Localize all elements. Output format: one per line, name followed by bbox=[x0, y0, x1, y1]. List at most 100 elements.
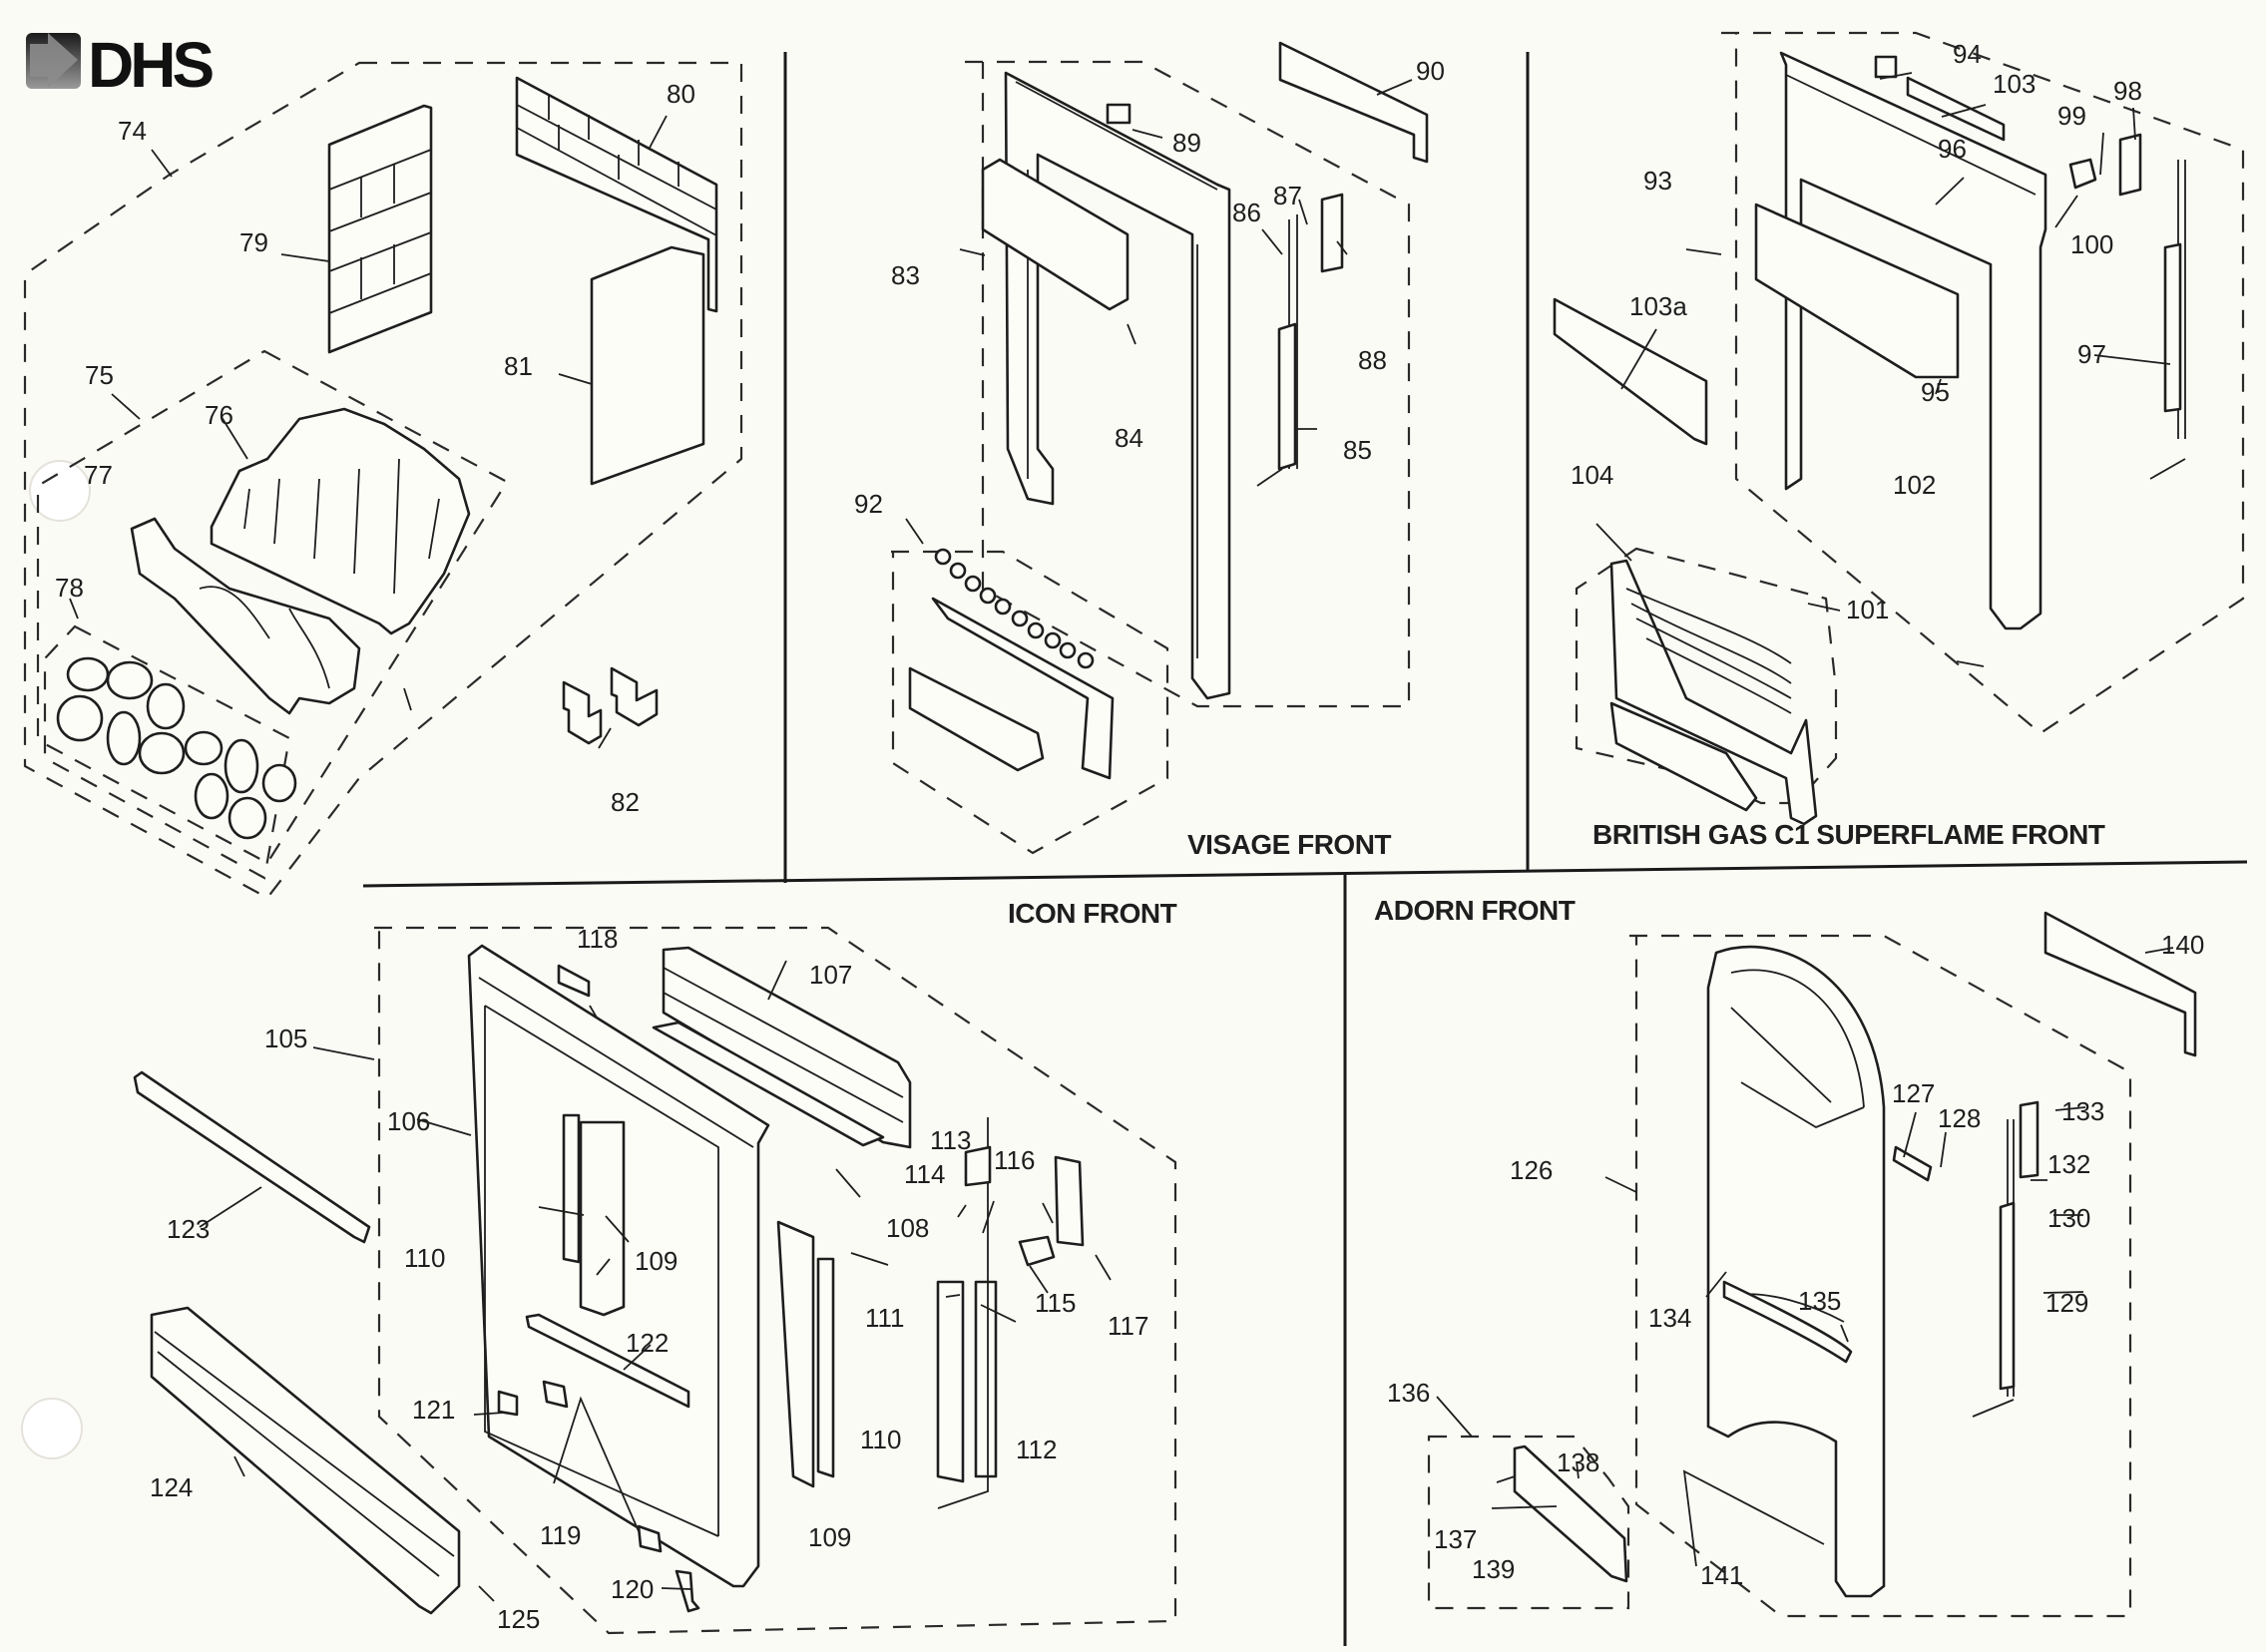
visage-canopy bbox=[981, 158, 1130, 311]
bracket-132 bbox=[2019, 1100, 2039, 1179]
superflame-frame bbox=[1779, 51, 2047, 630]
bracket-98 bbox=[2118, 133, 2142, 197]
rod-bracket bbox=[1277, 322, 1297, 471]
part-label: 123 bbox=[167, 1214, 210, 1244]
icon-deflector bbox=[652, 1021, 885, 1147]
part-label: 108 bbox=[886, 1213, 929, 1243]
part-label: 102 bbox=[1893, 470, 1936, 500]
part-label: 117 bbox=[1108, 1311, 1148, 1341]
bracket-127 bbox=[1892, 1145, 1933, 1182]
part-label: 88 bbox=[1358, 345, 1387, 375]
part-label: 93 bbox=[1643, 166, 1672, 196]
section-adorn-front: 126 127 128 129 130 132 133 134 135 136 … bbox=[1374, 895, 2204, 1618]
part-label: 97 bbox=[2077, 339, 2106, 369]
part-label: 136 bbox=[1387, 1378, 1430, 1408]
section-title-icon: ICON FRONT bbox=[1008, 898, 1177, 929]
section-title-british-gas: BRITISH GAS C1 SUPERFLAME FRONT bbox=[1592, 819, 2105, 850]
part-label: 139 bbox=[1472, 1554, 1515, 1584]
part-label: 134 bbox=[1648, 1303, 1691, 1333]
clip-115 bbox=[1018, 1235, 1056, 1267]
section-title-adorn: ADORN FRONT bbox=[1374, 895, 1576, 926]
part-label: 113 bbox=[930, 1125, 971, 1155]
part-label: 77 bbox=[84, 460, 113, 490]
part-label: 112 bbox=[1016, 1435, 1057, 1464]
bracket-118 bbox=[557, 964, 591, 998]
bracket bbox=[1106, 103, 1132, 125]
part-label: 124 bbox=[150, 1472, 193, 1502]
bracket-121 bbox=[497, 1390, 519, 1417]
part-label: 118 bbox=[577, 924, 618, 954]
part-label: 110 bbox=[404, 1243, 445, 1273]
icon-side-panel bbox=[562, 1113, 581, 1264]
part-label: 125 bbox=[497, 1604, 540, 1634]
part-label: 78 bbox=[55, 573, 84, 603]
part-label: 132 bbox=[2047, 1149, 2090, 1179]
section-british-gas: 93 94 95 96 97 98 99 100 101 102 103 103… bbox=[1553, 31, 2245, 850]
part-label: 79 bbox=[239, 227, 268, 257]
part-label: 126 bbox=[1510, 1155, 1553, 1185]
part-label: 80 bbox=[667, 79, 695, 109]
part-label: 141 bbox=[1700, 1560, 1743, 1590]
visage-frame bbox=[1004, 71, 1231, 700]
part-label: 140 bbox=[2161, 930, 2204, 960]
part-label: 105 bbox=[264, 1024, 307, 1053]
brick-panel-right bbox=[515, 76, 718, 313]
icon-strip bbox=[816, 1257, 835, 1478]
part-label: 101 bbox=[1846, 595, 1889, 624]
section-fuel-bed: 74 75 76 77 78 79 80 81 82 bbox=[23, 61, 743, 900]
part-label: 103 bbox=[1993, 69, 2036, 99]
part-label: 109 bbox=[808, 1522, 851, 1552]
part-label: 84 bbox=[1115, 423, 1143, 453]
part-label: 114 bbox=[904, 1159, 945, 1189]
fire-fret bbox=[908, 548, 1115, 780]
bar-122 bbox=[525, 1313, 690, 1409]
part-label: 128 bbox=[1938, 1103, 1981, 1133]
part-label: 104 bbox=[1571, 460, 1613, 490]
section-icon-front: 105 106 107 108 109 109 110 110 111 112 … bbox=[133, 898, 1177, 1635]
icon-rail-112 bbox=[974, 1280, 998, 1478]
icon-side-strip bbox=[579, 1120, 626, 1317]
rod-bracket bbox=[2163, 242, 2182, 413]
log-set-rear bbox=[210, 407, 471, 635]
part-label: 129 bbox=[2045, 1288, 2088, 1318]
bracket-120 bbox=[675, 1569, 700, 1613]
part-label: 89 bbox=[1172, 128, 1201, 158]
part-label: 74 bbox=[118, 116, 147, 146]
log-front bbox=[130, 517, 361, 715]
part-label: 133 bbox=[2061, 1096, 2104, 1126]
part-label: 92 bbox=[854, 489, 883, 519]
part-label: 86 bbox=[1232, 198, 1261, 227]
adorn-frame bbox=[1706, 945, 1886, 1598]
bracket-119b bbox=[637, 1524, 663, 1553]
part-label: 130 bbox=[2047, 1203, 2090, 1233]
part-label: 85 bbox=[1343, 435, 1372, 465]
part-label: 120 bbox=[611, 1574, 654, 1604]
lower-strip bbox=[1553, 297, 1708, 446]
bracket bbox=[1874, 55, 1898, 79]
part-label: 106 bbox=[387, 1106, 430, 1136]
part-label: 121 bbox=[412, 1395, 455, 1425]
side-bracket bbox=[1320, 193, 1344, 273]
part-label: 116 bbox=[994, 1145, 1035, 1175]
bracket-113 bbox=[964, 1145, 992, 1187]
part-label: 127 bbox=[1892, 1078, 1935, 1108]
superflame-fret bbox=[1609, 559, 1818, 826]
part-label: 99 bbox=[2057, 101, 2086, 131]
part-label: 96 bbox=[1938, 134, 1967, 164]
part-label: 119 bbox=[540, 1520, 581, 1550]
bracket-119 bbox=[542, 1380, 569, 1409]
binder-hole bbox=[21, 1398, 83, 1459]
top-plate bbox=[1278, 41, 1429, 164]
bracket-117 bbox=[1054, 1155, 1085, 1247]
part-label: 90 bbox=[1416, 56, 1445, 86]
part-label: 100 bbox=[2070, 229, 2113, 259]
back-panel bbox=[590, 245, 705, 486]
part-label: 109 bbox=[635, 1246, 678, 1276]
adorn-curve bbox=[1722, 1280, 1853, 1364]
brackets bbox=[562, 666, 659, 745]
binder-hole bbox=[29, 460, 91, 522]
brick-panel-left bbox=[327, 104, 433, 354]
part-label: 107 bbox=[809, 960, 852, 990]
divider-horizontal bbox=[362, 860, 2248, 888]
